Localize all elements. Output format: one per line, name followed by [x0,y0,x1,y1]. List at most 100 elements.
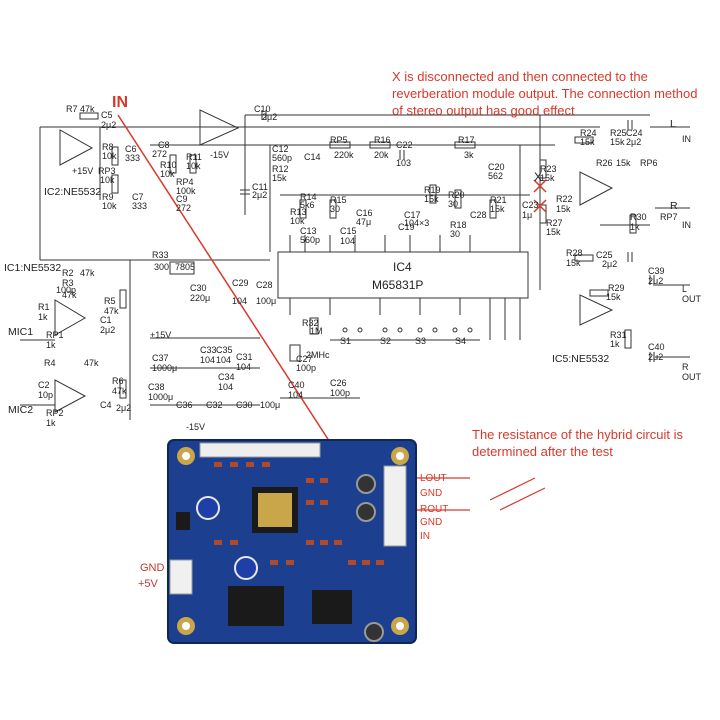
l-output-label: L [670,118,676,130]
component-designator: C7 [132,192,144,202]
component-designator: R9 [102,192,114,202]
component-designator: S4 [455,336,467,346]
component-designator: R32 [302,318,319,328]
component-designator: 1000μ [152,363,178,373]
component-designator: R18 [450,220,467,230]
component-designator: C8 [158,140,170,150]
component-designator: RP6 [640,158,658,168]
component-designator: 47k [104,306,119,316]
component-designator: S1 [340,336,352,346]
component-designator: 100p [56,285,77,295]
component-designator: 1k [630,222,640,232]
component-designator: C9 [176,194,188,204]
component-designator: 562 [488,171,504,181]
ic2-label: IC2:NE5532 [44,186,102,198]
component-designator: RP2 [46,408,64,418]
r-output-label: R [670,200,678,212]
component-designator: C15 [340,226,357,236]
component-designator: R12 [272,164,289,174]
component-designator: R19 [424,185,441,195]
component-designator: 15k [556,204,571,214]
component-designator: RP3 [98,166,116,176]
component-designator: 1k [46,340,56,350]
component-designator: R33 [152,250,169,260]
x-mark [533,179,547,213]
component-designator: R1 [38,302,50,312]
component-designator: C40 [288,380,305,390]
in-label: IN [112,94,128,111]
component-designator: C17 [404,210,421,220]
component-designator: 104 [340,236,356,246]
component-designator: 15k [580,137,595,147]
component-designator: 100μ [260,400,281,410]
component-designator: 220μ [190,293,211,303]
component-designator: 272 [176,203,192,213]
component-designator: R25 [610,128,627,138]
component-designator: C30 [236,400,253,410]
component-designator: 103 [396,158,412,168]
component-designator: 10p [38,390,54,400]
board-pin-gnd2: GND [420,517,443,528]
ic4-part: M65831P [372,278,424,292]
component-designator: RP7 [660,212,678,222]
component-designator: C5 [101,110,113,120]
component-designator: R30 [630,212,647,222]
component-designator: C6 [125,144,137,154]
component-designator: 333 [125,153,141,163]
component-designator: C11 [252,182,268,192]
component-designator: C22 [396,140,413,150]
component-designator: 2μ2 [602,259,618,269]
component-designator: R22 [556,194,573,204]
component-designator: 100k [176,186,196,196]
component-designator: -15V [186,422,206,432]
component-designator: S2 [380,336,392,346]
component-designator: 15k [424,194,439,204]
separator-slashes [489,477,546,511]
component-designator: 15k [566,258,581,268]
component-designator: 2μ2 [101,120,117,130]
component-designator: C12 [272,144,289,154]
component-designator: 5k6 [300,200,315,210]
component-designator: C35 [216,345,233,355]
bottom-note: The resistance of the hybrid circuit is … [472,427,683,459]
component-designator: +15V [72,166,94,176]
component-designator: 3k [464,150,474,160]
component-designator: R16 [374,135,391,145]
board-pin-5v: +5V [138,578,158,590]
component-designator: 15k [490,204,505,214]
component-designator: R11 [186,152,202,162]
component-designator: C39 [648,266,665,276]
component-designator: R5 [104,296,116,306]
component-designator: C1 [100,315,112,325]
component-designator: 560p [272,153,293,163]
component-designator: R23 [540,164,557,174]
component-designator: 2μ2 [100,325,116,335]
component-designator: 300 [154,262,170,272]
component-designator: 47k [84,358,99,368]
component-designator: 104×3 [404,218,430,228]
component-designator: C40 [648,342,665,352]
pcb-board [167,439,417,644]
component-designator: R7 47k [66,104,95,114]
component-designator: 104 [218,382,234,392]
component-designator: C4 [100,400,112,410]
component-designator: 30 [450,229,461,239]
component-designator: C23 [522,200,539,210]
component-designator: C34 [218,372,235,382]
ic4-name: IC4 [393,260,412,274]
r-out-label: R OUT [682,362,701,382]
component-designator: C24 [626,128,643,138]
component-designator: R3 [62,278,74,288]
component-designator: 1M [310,326,323,336]
component-designator: 333 [132,201,148,211]
component-designator: 47μ [356,217,372,227]
component-designator: R24 [580,128,597,138]
component-designator: R8 [102,142,114,152]
component-designator: 10k [160,169,175,179]
component-designator: C31 [236,352,253,362]
component-designator: -15V [210,150,230,160]
board-pin-gnd1: GND [420,488,443,499]
component-designator: R6 [112,376,124,386]
r-in-label: IN [682,220,691,230]
